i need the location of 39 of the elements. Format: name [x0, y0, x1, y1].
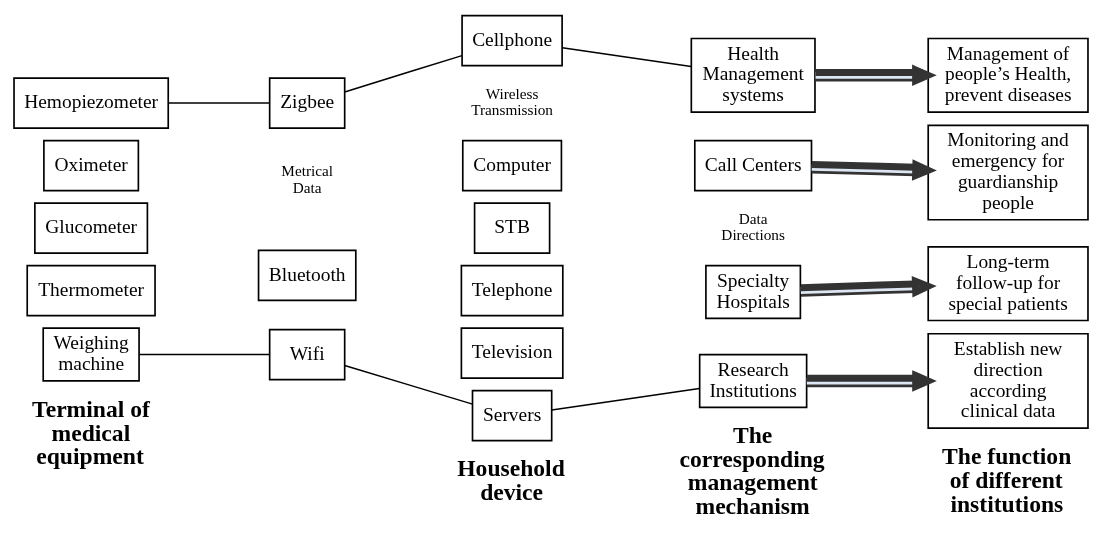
node-box: Research Institutions [698, 353, 808, 409]
connector [343, 54, 463, 93]
node-box: Weighing machine [42, 327, 140, 382]
label: Household device [457, 455, 565, 505]
node-box: Oximeter [43, 139, 140, 192]
node-box: Management of people’s Health, prevent diseases [927, 37, 1089, 113]
connector [561, 46, 692, 68]
connector [167, 102, 270, 104]
label: Wireless Transmission [471, 84, 553, 119]
connector [138, 353, 270, 356]
node-box: STB [473, 202, 551, 254]
node-box: Bluetooth [257, 249, 357, 302]
label: Metrical Data [281, 162, 334, 197]
node-box: Long-term follow-up for special patients [927, 246, 1089, 322]
node-box: Hemopiezometer [13, 77, 170, 129]
node-box: Call Centers [693, 139, 813, 192]
label: The function of different institutions [942, 443, 1072, 517]
label: The corresponding management mechanism [679, 421, 825, 519]
arrow [806, 370, 937, 392]
arrow [811, 159, 937, 181]
node-box: Telephone [460, 264, 564, 317]
connector [343, 364, 474, 405]
connector [551, 387, 701, 411]
node-box: Health Management systems [690, 37, 816, 113]
arrow [815, 64, 937, 87]
label: Terminal of medical equipment [32, 396, 150, 470]
node-box: Monitoring and emergency for guardianship people [927, 124, 1089, 221]
node-box: Specialty Hospitals [705, 264, 802, 320]
node-box: Wifi [268, 328, 346, 381]
node-box: Thermometer [26, 264, 156, 317]
node-box: Zigbee [268, 77, 346, 129]
node-box: Servers [471, 389, 553, 442]
node-box: Establish new direction according clinical data [927, 332, 1089, 430]
node-box: Cellphone [461, 14, 563, 67]
node-box: Glucometer [34, 202, 149, 254]
node-box: Television [460, 327, 564, 379]
arrow [800, 276, 937, 298]
node-box: Computer [461, 139, 563, 192]
label: Data Directions [721, 209, 785, 244]
